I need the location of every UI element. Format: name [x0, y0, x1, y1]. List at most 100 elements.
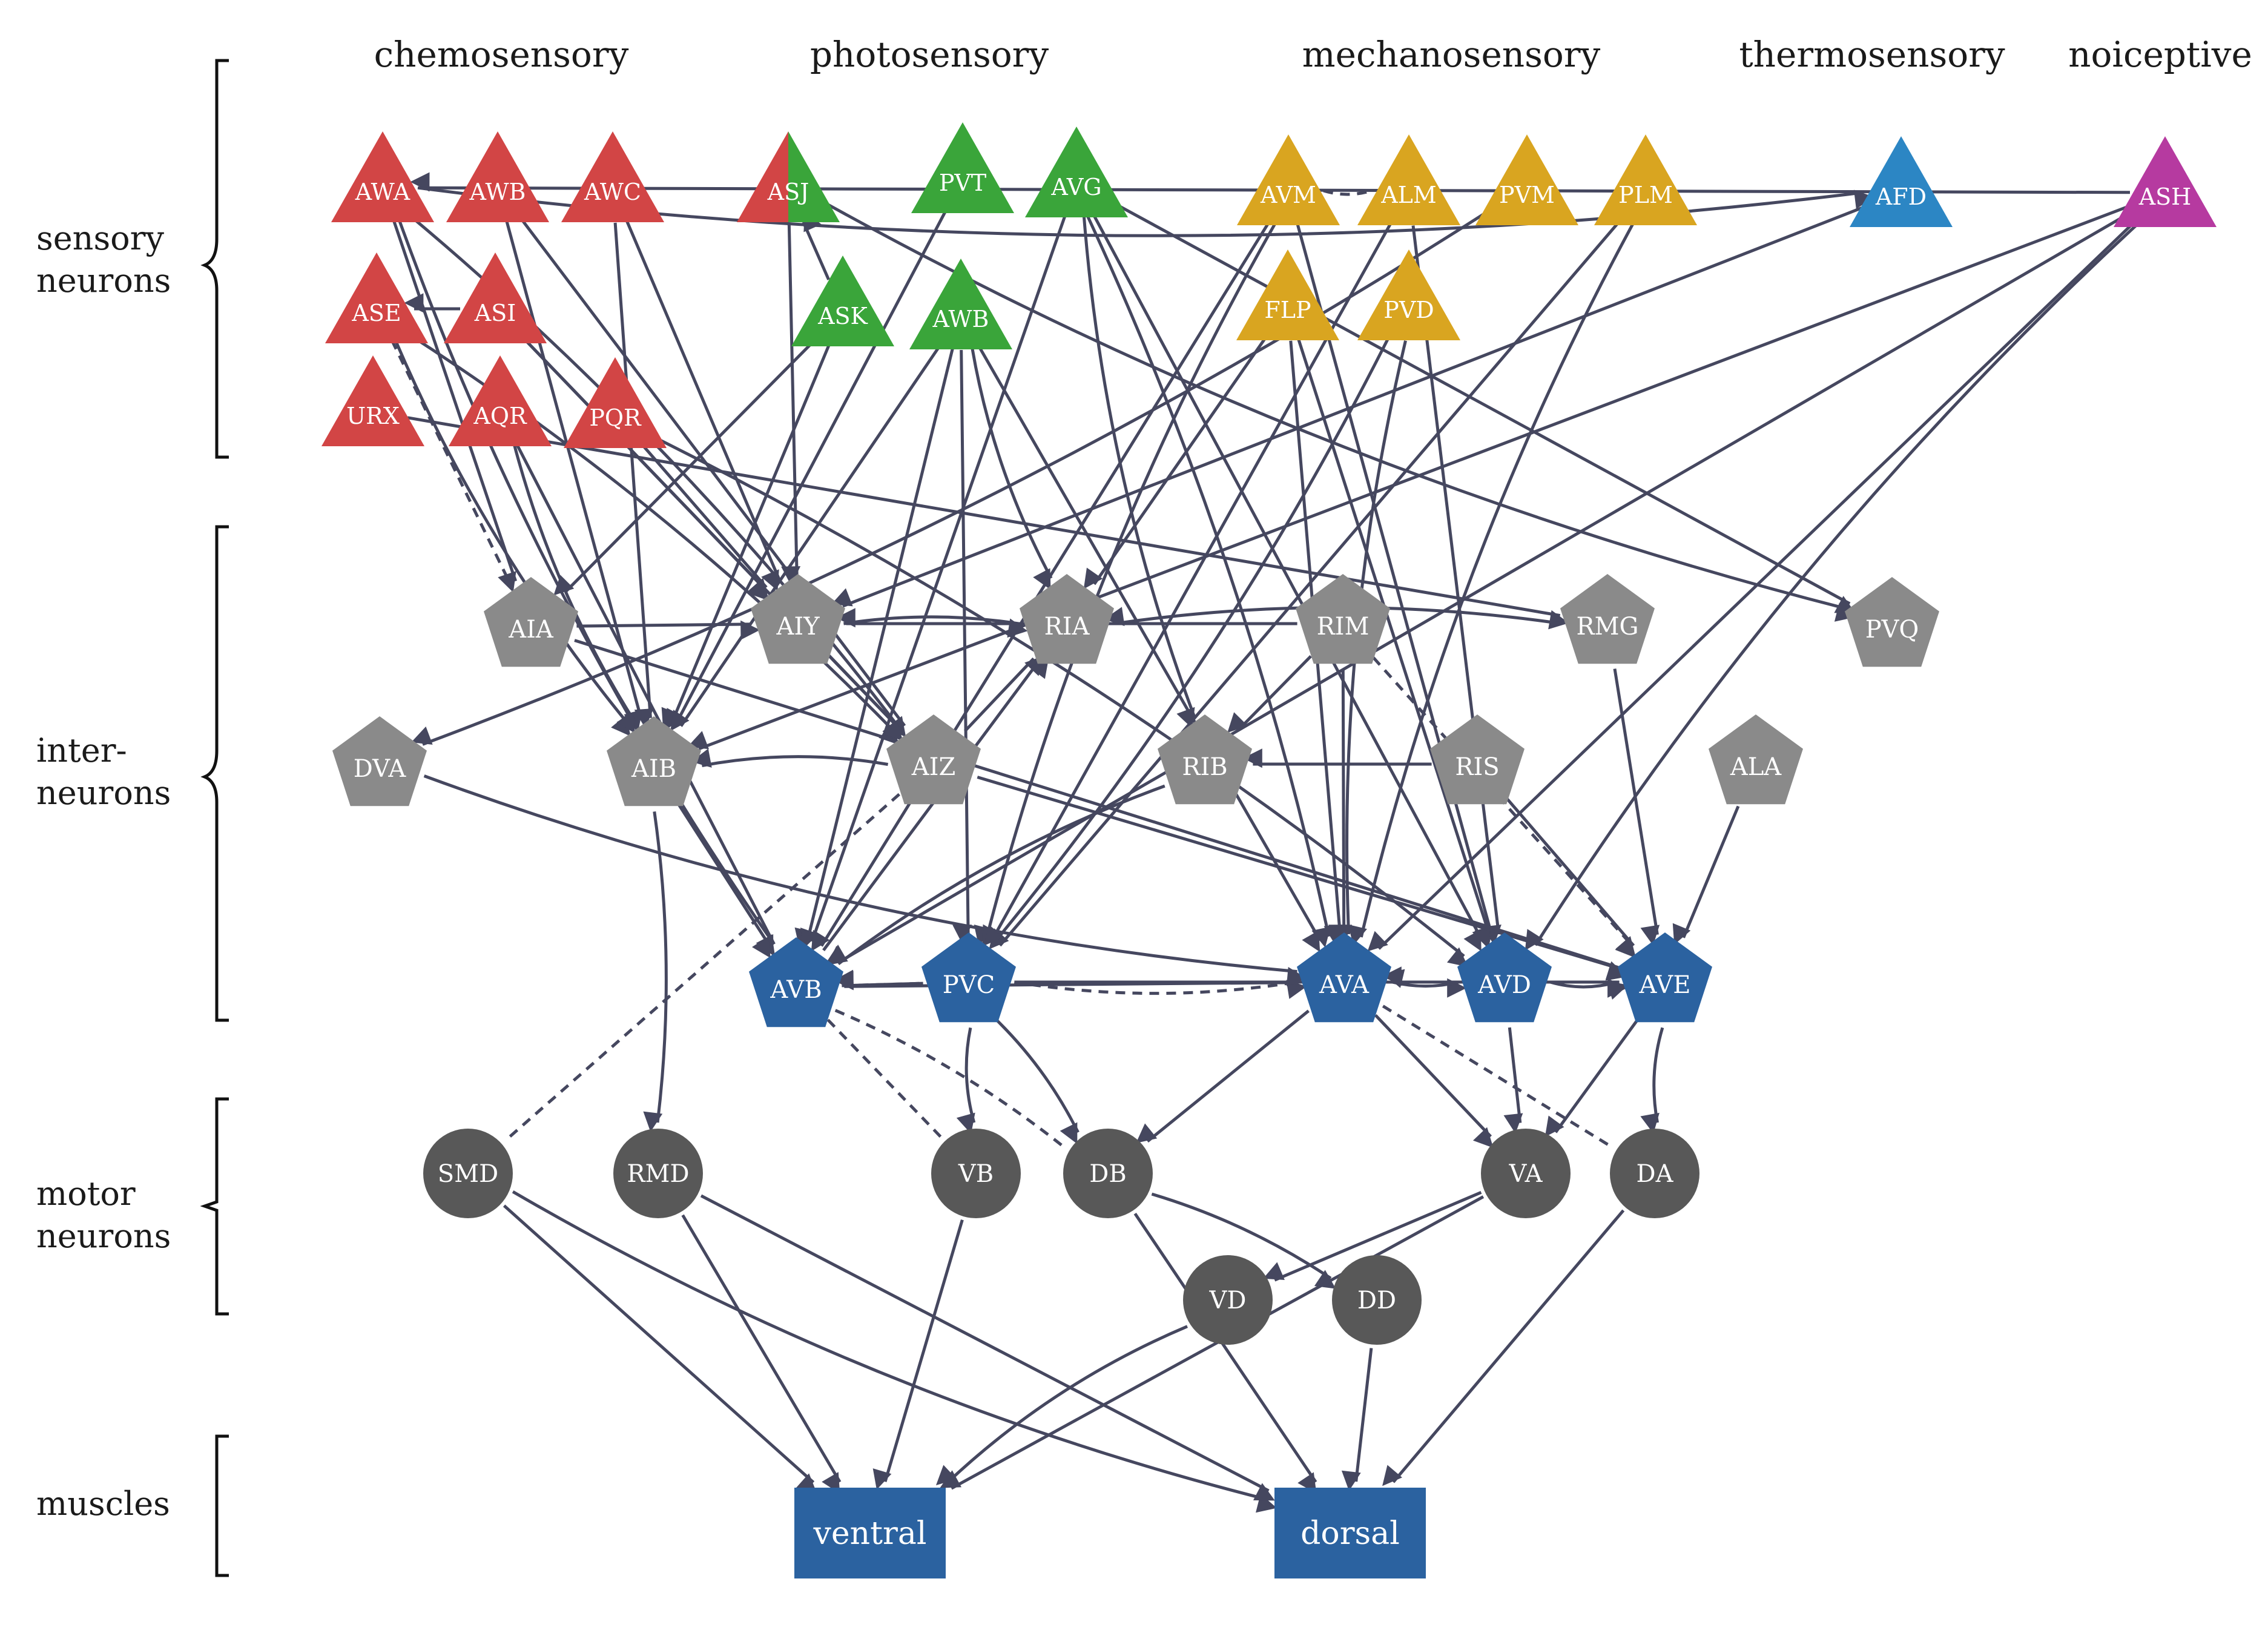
node-label: AFD [1875, 183, 1927, 210]
node-label: AIZ [911, 753, 955, 781]
category-label-thermosensory: thermosensory [1739, 34, 2005, 75]
node-shape [331, 131, 434, 222]
edge-ash-to-aib [687, 203, 2133, 751]
edge-ash-to-ava [1367, 216, 2141, 952]
node-shape [423, 1129, 513, 1218]
edge-rmd-to-dorsal [700, 1194, 1275, 1501]
node-shape [1357, 249, 1460, 340]
node-label: ASJ [767, 179, 809, 205]
node-label: PVQ [1865, 616, 1919, 644]
edge-aiz-to-ave [977, 776, 1627, 981]
node-label: URX [346, 403, 400, 429]
edge-ase-to-aia [391, 340, 512, 584]
edge-avg-to-avb [800, 215, 1067, 949]
edge-asj-to-aiy [781, 222, 801, 586]
node-shape [909, 259, 1012, 349]
node-label: PLM [1618, 182, 1673, 208]
edge-aiz-to-smd [505, 793, 900, 1141]
row-labels: sensory neurons inter- neurons motor neu… [36, 219, 171, 1523]
node-shape [1296, 574, 1390, 664]
edge-aqr-to-avb [515, 442, 776, 956]
category-label-noiceptive: noiceptive [2068, 34, 2252, 75]
node-label: PVM [1499, 182, 1555, 208]
node-shape [1332, 1255, 1422, 1345]
node-label: VD [1209, 1287, 1247, 1314]
node-awb2: AWB [909, 259, 1012, 349]
edge-awb2-to-ava [977, 345, 1322, 952]
node-shape [1850, 136, 1953, 227]
edge-avg-to-pvq [1106, 198, 1856, 614]
node-label: AVE [1639, 971, 1691, 999]
node-shape [321, 355, 424, 446]
node-shape [921, 932, 1016, 1023]
node-afd: AFD [1850, 136, 1953, 227]
bracket-sensory [200, 59, 229, 459]
node-shape [444, 252, 547, 343]
edge-va-to-vd [1263, 1190, 1482, 1282]
node-label: PVD [1383, 297, 1434, 323]
node-da: DA [1610, 1129, 1699, 1218]
node-flp: FLP [1236, 249, 1339, 340]
edge-avb-to-vb [826, 1018, 942, 1138]
edge-avg-to-ava [1086, 215, 1331, 948]
node-shape [911, 122, 1014, 213]
node-shape [1610, 1129, 1699, 1218]
edge-awc-to-aiy [625, 219, 781, 591]
node-label: RIB [1182, 753, 1227, 781]
category-label-mechanosensory: mechanosensory [1302, 34, 1601, 75]
node-label: RMG [1576, 613, 1638, 641]
edge-plm-to-ava [1348, 223, 1635, 946]
node-ala: ALA [1709, 714, 1803, 805]
node-label: AWC [584, 179, 641, 205]
node-label: AVM [1260, 182, 1316, 208]
node-shape [484, 577, 578, 667]
node-aiy: AIY [751, 574, 845, 664]
node-ventral: ventral [794, 1488, 946, 1578]
node-label: DB [1089, 1160, 1126, 1188]
node-ash: ASH [2114, 136, 2217, 227]
node-label: FLP [1264, 297, 1311, 323]
row-label-motor-line2: neurons [36, 1217, 171, 1255]
node-ava: AVA [1297, 932, 1391, 1023]
node-shape [886, 714, 981, 805]
node-shape [1236, 249, 1339, 340]
node-smd: SMD [423, 1129, 513, 1218]
edge-ase-to-aib [393, 338, 631, 737]
node-label: AWB [932, 306, 989, 332]
edge-ava-to-va [1374, 1014, 1494, 1148]
edge-smd-to-ventral [503, 1204, 817, 1494]
node-shape [325, 252, 428, 343]
edge-rmg-to-ave [1613, 668, 1660, 946]
edge-avm-to-pvc [974, 222, 1277, 946]
node-aib: AIB [607, 716, 701, 806]
edge-pvm-to-dva [411, 205, 1497, 746]
node-label: PVT [939, 170, 986, 196]
edge-avg-to-rib [1083, 217, 1196, 729]
node-shape [449, 355, 552, 446]
bracket-muscles [215, 1434, 229, 1577]
edge-ask-to-asj [802, 210, 830, 280]
node-aiz: AIZ [886, 714, 981, 805]
node-shape [931, 1129, 1021, 1218]
edge-pvc-to-ava [1014, 980, 1307, 999]
edge-ris-to-ave [1506, 797, 1636, 957]
node-shape [1845, 577, 1939, 667]
node-db: DB [1063, 1129, 1153, 1218]
node-rmg: RMG [1560, 574, 1655, 664]
node-label: DD [1357, 1287, 1396, 1314]
node-shape-right [788, 131, 840, 222]
node-label: AIA [508, 616, 554, 644]
node-shape [561, 131, 664, 222]
edge-aia-to-ave [574, 639, 1627, 980]
node-shape [1237, 134, 1340, 225]
edge-ask-to-aib [661, 343, 831, 729]
edge-avd-to-va [1503, 1027, 1523, 1134]
node-urx: URX [321, 355, 424, 446]
node-avd: AVD [1457, 932, 1552, 1023]
edge-pvt-to-aib [666, 209, 948, 730]
edge-ave-to-da [1640, 1027, 1664, 1134]
node-label: ASH [2138, 183, 2192, 210]
edge-vb-to-ventral [872, 1219, 964, 1490]
node-shape [751, 574, 845, 664]
edge-dva-to-ava [423, 774, 1307, 986]
